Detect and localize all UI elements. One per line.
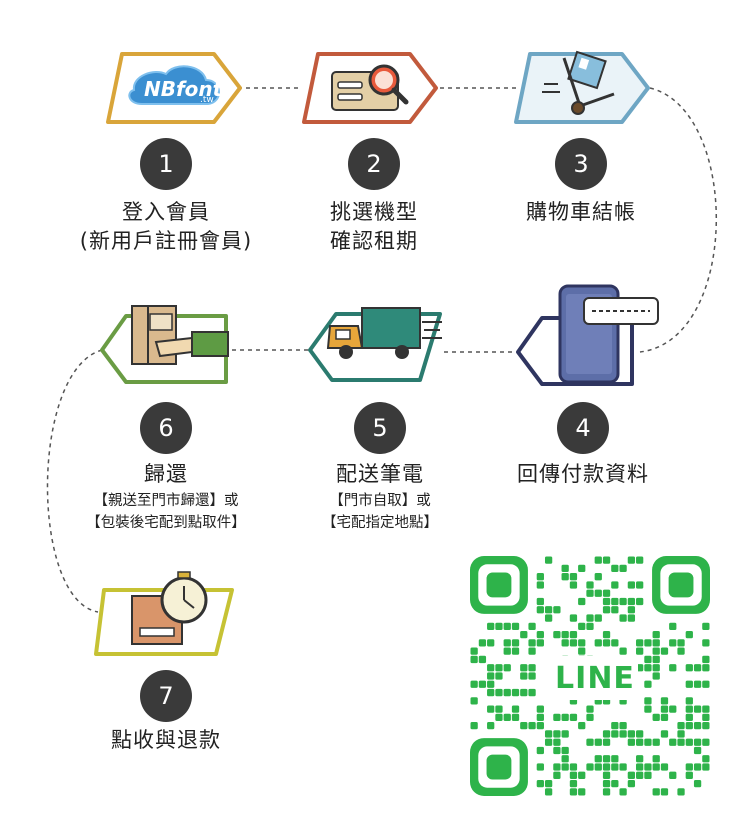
smartphone-message-icon <box>558 284 659 384</box>
nbfont-logo-icon <box>128 65 220 105</box>
connector-6-7 <box>46 349 103 613</box>
connector-3-4 <box>639 87 718 353</box>
box-stopwatch-icon <box>131 571 208 645</box>
step-2-icon-frame <box>302 52 438 124</box>
step-3-icon-frame <box>514 50 650 124</box>
step-7-number: 7 <box>140 670 192 722</box>
step-2-number: 2 <box>348 138 400 190</box>
step-1-number: 1 <box>140 138 192 190</box>
step-2-title: 挑選機型 確認租期 <box>330 200 418 253</box>
step-7-icon-frame <box>94 571 234 656</box>
step-6-title: 歸還 <box>144 462 188 486</box>
step-1-icon-frame: NBfont .tw <box>106 52 242 124</box>
step-4-icon-frame <box>516 284 659 386</box>
step-3-title: 購物車結帳 <box>526 200 636 224</box>
step-5-subtitle: 【門市自取】或 【宅配指定地點】 <box>322 493 438 531</box>
step-6-number: 6 <box>140 402 192 454</box>
step-4-number: 4 <box>557 402 609 454</box>
delivery-truck-icon <box>326 307 442 359</box>
hand-truck-icon <box>542 50 615 115</box>
logo-text: NBfont <box>144 77 224 101</box>
step-5-number: 5 <box>354 402 406 454</box>
step-1-title: 登入會員 (新用戶註冊會員) <box>79 200 253 253</box>
logo-sub: .tw <box>200 95 214 105</box>
step-3-number: 3 <box>555 138 607 190</box>
step-5-title: 配送筆電 <box>336 462 424 486</box>
step-6-subtitle: 【親送至門市歸還】或 【包裝後宅配到點取件】 <box>86 493 246 531</box>
hand-box-icon <box>131 305 229 365</box>
step-4-title: 回傳付款資料 <box>517 462 649 486</box>
search-card-icon <box>331 64 409 111</box>
step-5-icon-frame <box>308 307 442 382</box>
step-6-icon-frame <box>100 305 229 384</box>
line-label: LINE <box>552 656 638 700</box>
step-7-title: 點收與退款 <box>111 728 221 752</box>
